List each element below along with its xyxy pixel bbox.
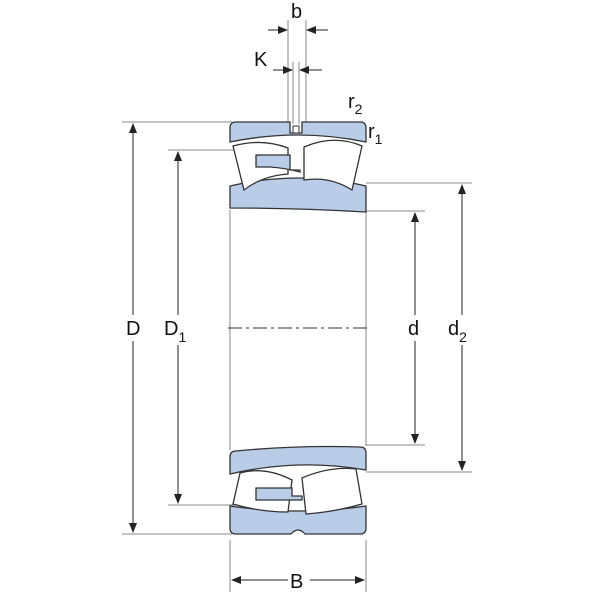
roller-right-bottom [301, 467, 363, 515]
label-B: B [290, 571, 303, 593]
label-K: K [254, 49, 268, 71]
label-b: b [291, 1, 302, 23]
roller-right-top [303, 139, 363, 192]
cage-top [255, 154, 301, 173]
label-d: d [408, 318, 419, 340]
inner-ring-top [229, 177, 367, 213]
outer-ring-bottom [229, 505, 367, 535]
bottom-cross-section [229, 445, 367, 535]
label-D1: D1 [164, 318, 186, 345]
inner-ring-bottom [229, 445, 367, 475]
label-r1: r1 [368, 121, 383, 147]
lubrication-hole-top [292, 125, 300, 134]
top-cross-section [229, 121, 367, 213]
label-r2: r2 [348, 91, 363, 117]
label-D: D [126, 318, 140, 340]
label-d2: d2 [448, 318, 467, 345]
outer-ring-top [229, 121, 367, 143]
cage-bottom [255, 487, 303, 501]
extension-lines [122, 20, 472, 592]
